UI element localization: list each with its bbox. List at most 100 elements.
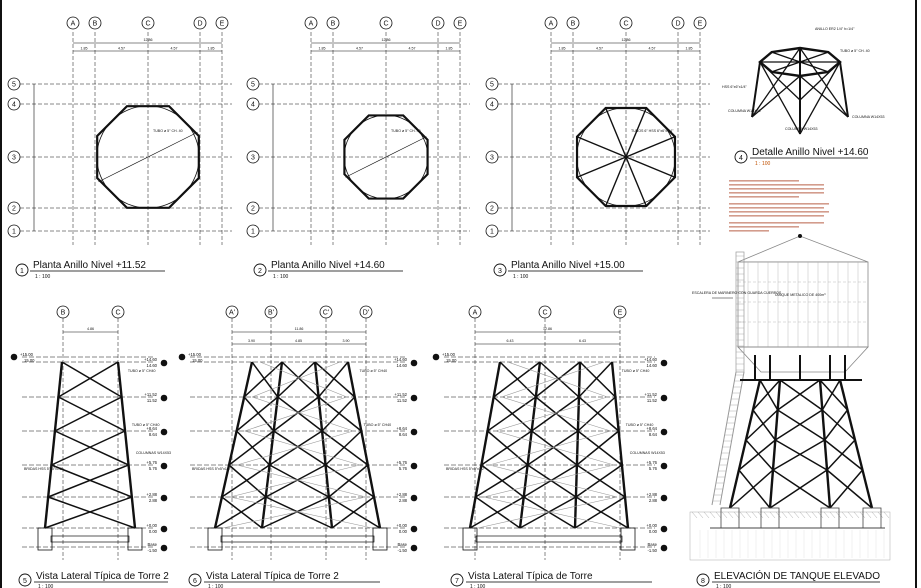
tower-brace (824, 439, 863, 471)
level-label: 2.88 (399, 498, 408, 503)
dim-text: 4.57 (649, 47, 656, 51)
back-brace (489, 464, 618, 498)
back-brace (252, 396, 354, 432)
level-label-top: +11.52 (144, 392, 157, 397)
ground-hatch (799, 511, 806, 519)
level-marker-icon (160, 544, 168, 552)
grid-5-label: 5 (251, 82, 255, 89)
tower-brace (539, 361, 580, 398)
footing (127, 527, 143, 551)
title-number: 6 (193, 578, 197, 585)
level-label-top: +5.76 (146, 460, 157, 465)
dim-text: 1.85 (686, 47, 693, 51)
ground-hatch (781, 511, 788, 519)
grid-E-label: E (220, 21, 225, 28)
back-brace (236, 464, 367, 498)
level-label-top: +11.52 (644, 392, 657, 397)
level-marker-icon (410, 525, 418, 533)
tower-brace (251, 361, 279, 398)
tower-brace (221, 464, 271, 498)
tube-label: TUBO ø 5" CH40 (359, 369, 387, 373)
line (218, 2, 378, 497)
tower-brace (54, 430, 129, 466)
tower-brace (51, 464, 133, 498)
tower-brace (325, 430, 362, 466)
grid-4-bubble (7, 97, 21, 111)
ground-hatch (775, 511, 782, 519)
tower-brace (821, 409, 856, 441)
general-note-line (729, 180, 799, 182)
ground-hatch (829, 511, 836, 519)
level-label: -1.50 (147, 548, 157, 553)
view-title: Planta Anillo Nivel +14.60 (271, 260, 385, 271)
tower-column (468, 361, 502, 529)
title-number: 1 (20, 268, 24, 275)
grid-B-label: B (571, 21, 576, 28)
tower-brace (575, 464, 623, 498)
grid-5-bubble (485, 77, 499, 91)
level-label: 11.52 (647, 398, 658, 403)
level-label: -1.50 (647, 548, 657, 553)
brace-label: BRIDAS HSS 5"x5"x1/2" (192, 467, 232, 471)
detail-label: HSS 6"x6"x1/4" (722, 85, 748, 89)
elevation-view-5: 4.86+15.0015.00+14.6014.60+11.5211.52+8.… (10, 318, 171, 588)
view-scale: 1 : 100 (38, 584, 54, 588)
level-marker-icon (660, 462, 668, 470)
level-label: 15.00 (446, 358, 457, 363)
grid-4-label: 4 (12, 102, 16, 109)
level-marker-icon (660, 359, 668, 367)
tower-brace (579, 361, 616, 398)
title-number-circle (493, 263, 507, 277)
level-label: 8.64 (399, 432, 408, 437)
ground-hatch (841, 511, 848, 519)
footing (207, 527, 223, 551)
grid-C-label: C (115, 310, 120, 317)
grid-D-bubble (431, 16, 445, 30)
view-title: ELEVACIÓN DE TANQUE ELEVADO (714, 569, 880, 582)
level-label: 5.76 (399, 466, 408, 471)
tower-brace (44, 496, 133, 529)
tower-brace (236, 396, 279, 432)
grid-2-label: 2 (251, 206, 255, 213)
tube-label: TUBO ø 5" CH40 (622, 369, 650, 373)
general-note-line (729, 184, 824, 186)
level-marker-icon (160, 394, 168, 402)
title-number: 2 (258, 268, 262, 275)
grid-3-label: 3 (12, 155, 16, 162)
grid-C-bubble (141, 16, 155, 30)
grid-3-label: 3 (251, 155, 255, 162)
general-note-line (729, 222, 824, 224)
view-scale: 1 : 100 (35, 274, 51, 280)
tower-brace (61, 361, 122, 398)
detail-label: COLUMNA W14X53 (852, 115, 885, 119)
tower-brace (729, 469, 774, 509)
grid-2-label: 2 (12, 206, 16, 213)
ring-circle (343, 114, 429, 200)
level-label: 15.00 (24, 358, 35, 363)
grid-5-label: 5 (490, 82, 494, 89)
level-label: 8.64 (649, 432, 658, 437)
tower-column (518, 361, 542, 529)
grid-A'-label: A' (229, 310, 235, 317)
back-brace (489, 430, 611, 466)
dim-text: 1.85 (319, 47, 326, 51)
tower-brace (819, 379, 849, 411)
ground-hatch (727, 511, 734, 519)
tower-brace (51, 430, 126, 466)
ground-hatch (883, 511, 890, 519)
ring-diameter (345, 136, 427, 178)
tank-shell (737, 261, 869, 348)
level-marker-icon (410, 394, 418, 402)
dim-total-text: 12.86 (382, 38, 391, 42)
grid-C'-bubble (319, 305, 333, 319)
tower-brace (777, 379, 821, 411)
tube-label: TUBO ø 5" CH40 (132, 423, 160, 427)
tower-column (610, 361, 630, 529)
level-label: 14.60 (647, 363, 658, 368)
line (240, 2, 359, 397)
